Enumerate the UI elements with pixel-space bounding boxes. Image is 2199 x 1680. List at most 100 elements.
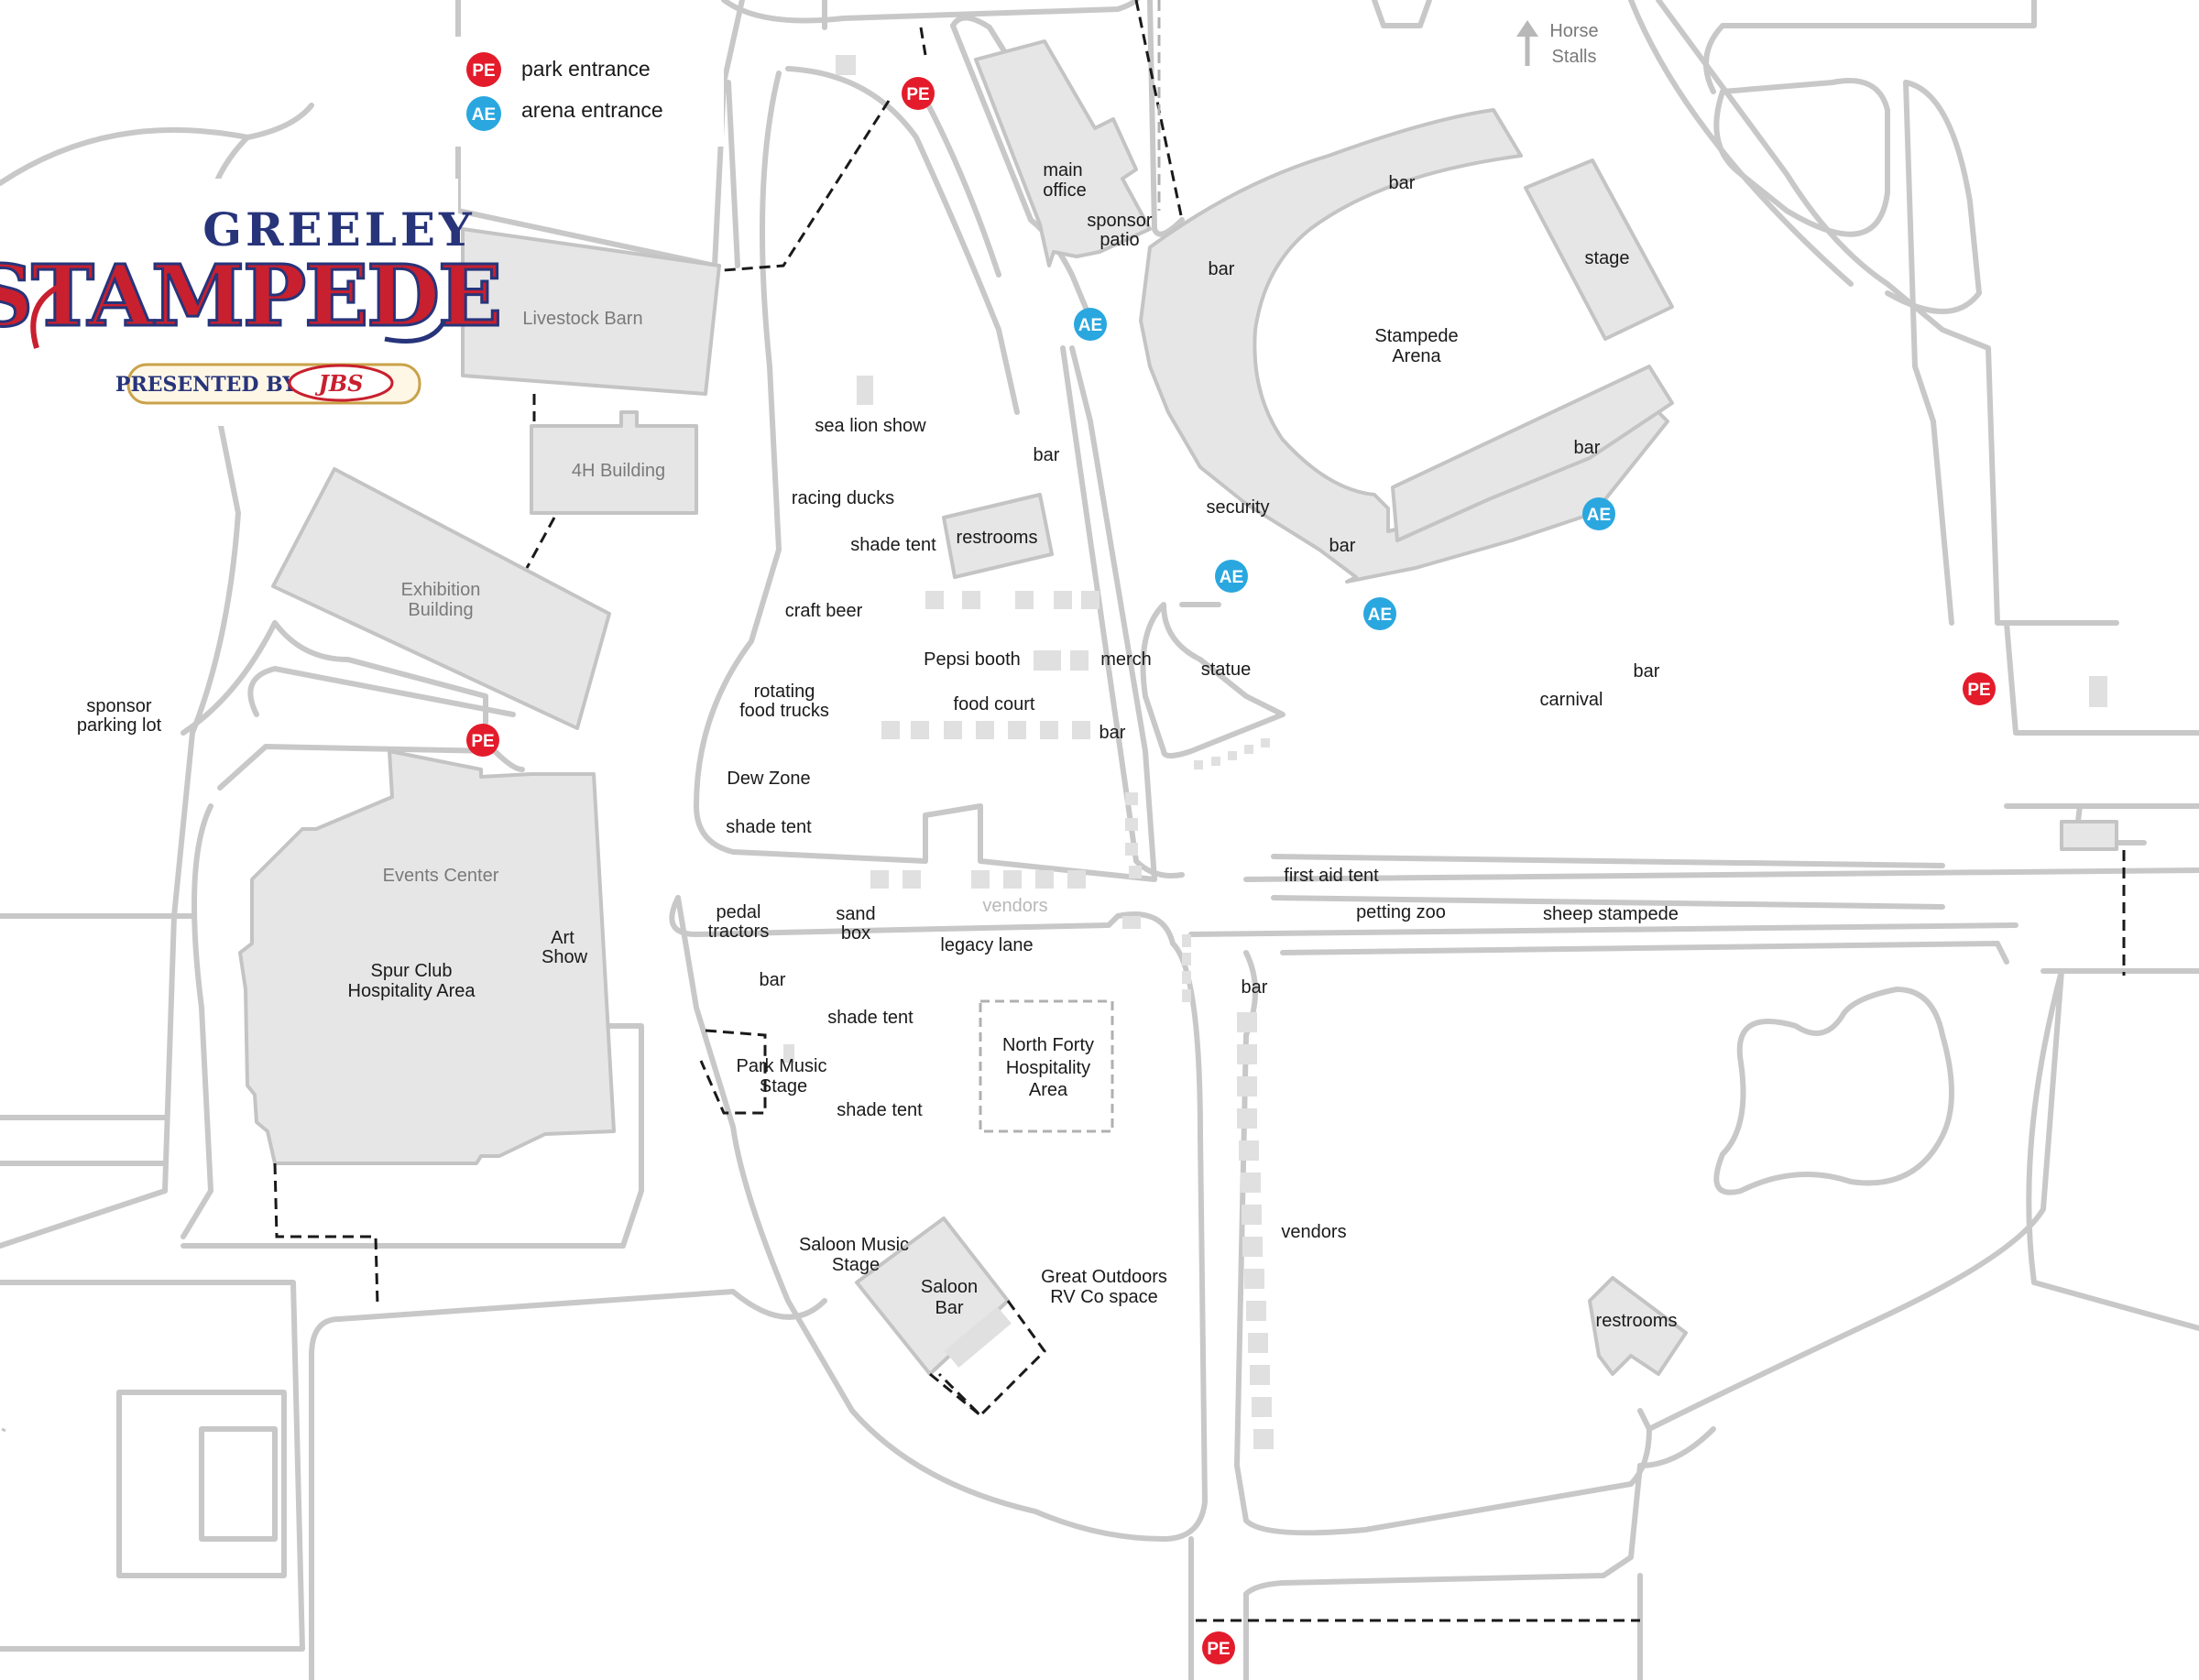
4h-building[interactable]	[530, 410, 698, 515]
svg-text:Hospitality Area: Hospitality Area	[348, 981, 476, 1001]
booths	[783, 55, 2107, 1449]
restrooms-2-label: restrooms	[1596, 1311, 1678, 1331]
shade-tent-4-label: shade tent	[837, 1100, 923, 1120]
ae-badge[interactable]: AE	[1074, 308, 1107, 341]
carnival-label: carnival	[1540, 690, 1603, 710]
bar-food-label: bar	[1100, 723, 1126, 743]
pepsi-booth-label: Pepsi booth	[924, 649, 1021, 670]
racing-ducks-label: racing ducks	[792, 488, 894, 508]
first-aid-label: first aid tent	[1284, 866, 1379, 886]
svg-text:Bar: Bar	[935, 1298, 963, 1318]
art-show-label: Art	[551, 928, 574, 948]
arena-right-wing[interactable]	[1391, 365, 1674, 542]
svg-text:parking lot: parking lot	[77, 715, 162, 736]
ae-legend-icon	[466, 96, 501, 131]
ae-badge[interactable]: AE	[1215, 560, 1248, 593]
sea-lion-label: sea lion show	[815, 416, 926, 436]
exhibition-building[interactable]	[271, 467, 611, 730]
svg-text:PE: PE	[1207, 1640, 1230, 1659]
buildings	[238, 39, 2118, 1376]
bar-arena-top-label: bar	[1389, 173, 1416, 193]
svg-text:Stage: Stage	[832, 1255, 880, 1275]
security-label: security	[1207, 497, 1270, 518]
bar-lower-label: bar	[760, 970, 786, 990]
saloon-bar-label: Saloon	[921, 1277, 978, 1297]
pe-badge[interactable]: PE	[1202, 1631, 1235, 1664]
bar-arena-right-label: bar	[1574, 438, 1601, 458]
events-center[interactable]	[238, 749, 616, 1165]
sheep-stampede-label: sheep stampede	[1543, 904, 1679, 924]
horse-stalls-label: Horse	[1549, 21, 1598, 41]
svg-text:Show: Show	[542, 947, 588, 967]
up-arrow-icon	[1516, 20, 1538, 66]
svg-text:tractors: tractors	[708, 922, 770, 942]
vendors-grey-label: vendors	[982, 896, 1047, 916]
pe-badge[interactable]: PE	[902, 77, 935, 110]
logo-stampede: STAMPEDE	[0, 246, 500, 345]
logo-jbs: JBS	[315, 370, 364, 397]
main-office-label: main	[1043, 160, 1082, 180]
merch-label: merch	[1100, 649, 1152, 670]
events-center-label: Events Center	[383, 866, 499, 886]
sponsor-patio-label: sponsor	[1087, 211, 1152, 231]
pe-badge[interactable]: PE	[466, 724, 499, 757]
svg-text:Stage: Stage	[760, 1076, 807, 1096]
rotating-food-label: rotating	[754, 682, 815, 702]
food-court-label: food court	[954, 694, 1035, 715]
4h-building-label: 4H Building	[572, 461, 665, 481]
svg-text:Arena: Arena	[1392, 346, 1441, 366]
legend-ae-label: arena entrance	[521, 98, 663, 122]
bar-arena-bottom-label: bar	[1329, 536, 1356, 556]
ae-badge[interactable]: AE	[1582, 497, 1615, 530]
restrooms-building[interactable]	[942, 493, 1054, 579]
vendors-right-label: vendors	[1281, 1222, 1346, 1242]
svg-text:AE: AE	[1078, 316, 1102, 335]
sand-box-label: sand	[836, 904, 875, 924]
sponsor-parking-label: sponsor	[86, 696, 151, 716]
legend: PE park entrance AE arena entrance	[449, 37, 724, 147]
north-forty-label: North Forty	[1002, 1035, 1094, 1055]
svg-text:Hospitality: Hospitality	[1006, 1058, 1090, 1078]
bar-arena-left-label: bar	[1209, 259, 1235, 279]
shade-tent-1-label: shade tent	[850, 535, 936, 555]
shade-tent-2-label: shade tent	[726, 817, 812, 837]
svg-text:Stalls: Stalls	[1552, 47, 1597, 67]
craft-beer-label: craft beer	[785, 601, 863, 621]
dew-zone-label: Dew Zone	[727, 769, 810, 789]
logo-greeley: GREELEY	[202, 202, 475, 256]
svg-text:AE: AE	[1587, 506, 1611, 525]
pe-badge[interactable]: PE	[1963, 672, 1996, 705]
great-outdoors-label: Great Outdoors	[1041, 1267, 1167, 1287]
svg-text:PE: PE	[906, 85, 929, 104]
pe-legend-icon	[466, 52, 501, 87]
ae-badge[interactable]: AE	[1363, 597, 1396, 630]
park-music-label: Park Music	[737, 1056, 827, 1076]
stage-building[interactable]	[1524, 158, 1674, 341]
svg-text:AE: AE	[1368, 605, 1392, 625]
pedal-tractors-label: pedal	[717, 902, 761, 922]
svg-text:PE: PE	[471, 732, 494, 751]
main-office[interactable]	[974, 39, 1152, 267]
north-forty-area[interactable]	[979, 999, 1114, 1133]
greeley-stampede-logo: GREELEY STAMPEDE PRESENTED BY JBS	[0, 179, 504, 426]
svg-text:box: box	[841, 923, 870, 944]
livestock-barn[interactable]	[461, 227, 721, 396]
restrooms-building-2[interactable]	[1588, 1276, 1688, 1376]
bar-mid-label: bar	[1034, 445, 1060, 465]
svg-text:AE: AE	[472, 105, 496, 125]
saloon-stage-label: Saloon Music	[799, 1235, 909, 1255]
dashed-fences	[273, 0, 2126, 1622]
entrance-badges: PE PE PE PE AE AE AE AE	[466, 77, 1996, 1664]
livestock-barn-label: Livestock Barn	[522, 309, 642, 329]
petting-zoo-label: petting zoo	[1356, 902, 1446, 922]
svg-text:PE: PE	[1967, 681, 1990, 700]
map-labels: Horse Stalls Livestock Barn 4H Building …	[77, 21, 1679, 1331]
bar-carnival-label: bar	[1634, 661, 1660, 682]
svg-text:RV Co space: RV Co space	[1050, 1287, 1157, 1307]
svg-text:patio: patio	[1100, 230, 1139, 250]
svg-text:Area: Area	[1029, 1080, 1068, 1100]
svg-text:food trucks: food trucks	[739, 701, 829, 721]
legacy-lane-label: legacy lane	[940, 935, 1033, 955]
